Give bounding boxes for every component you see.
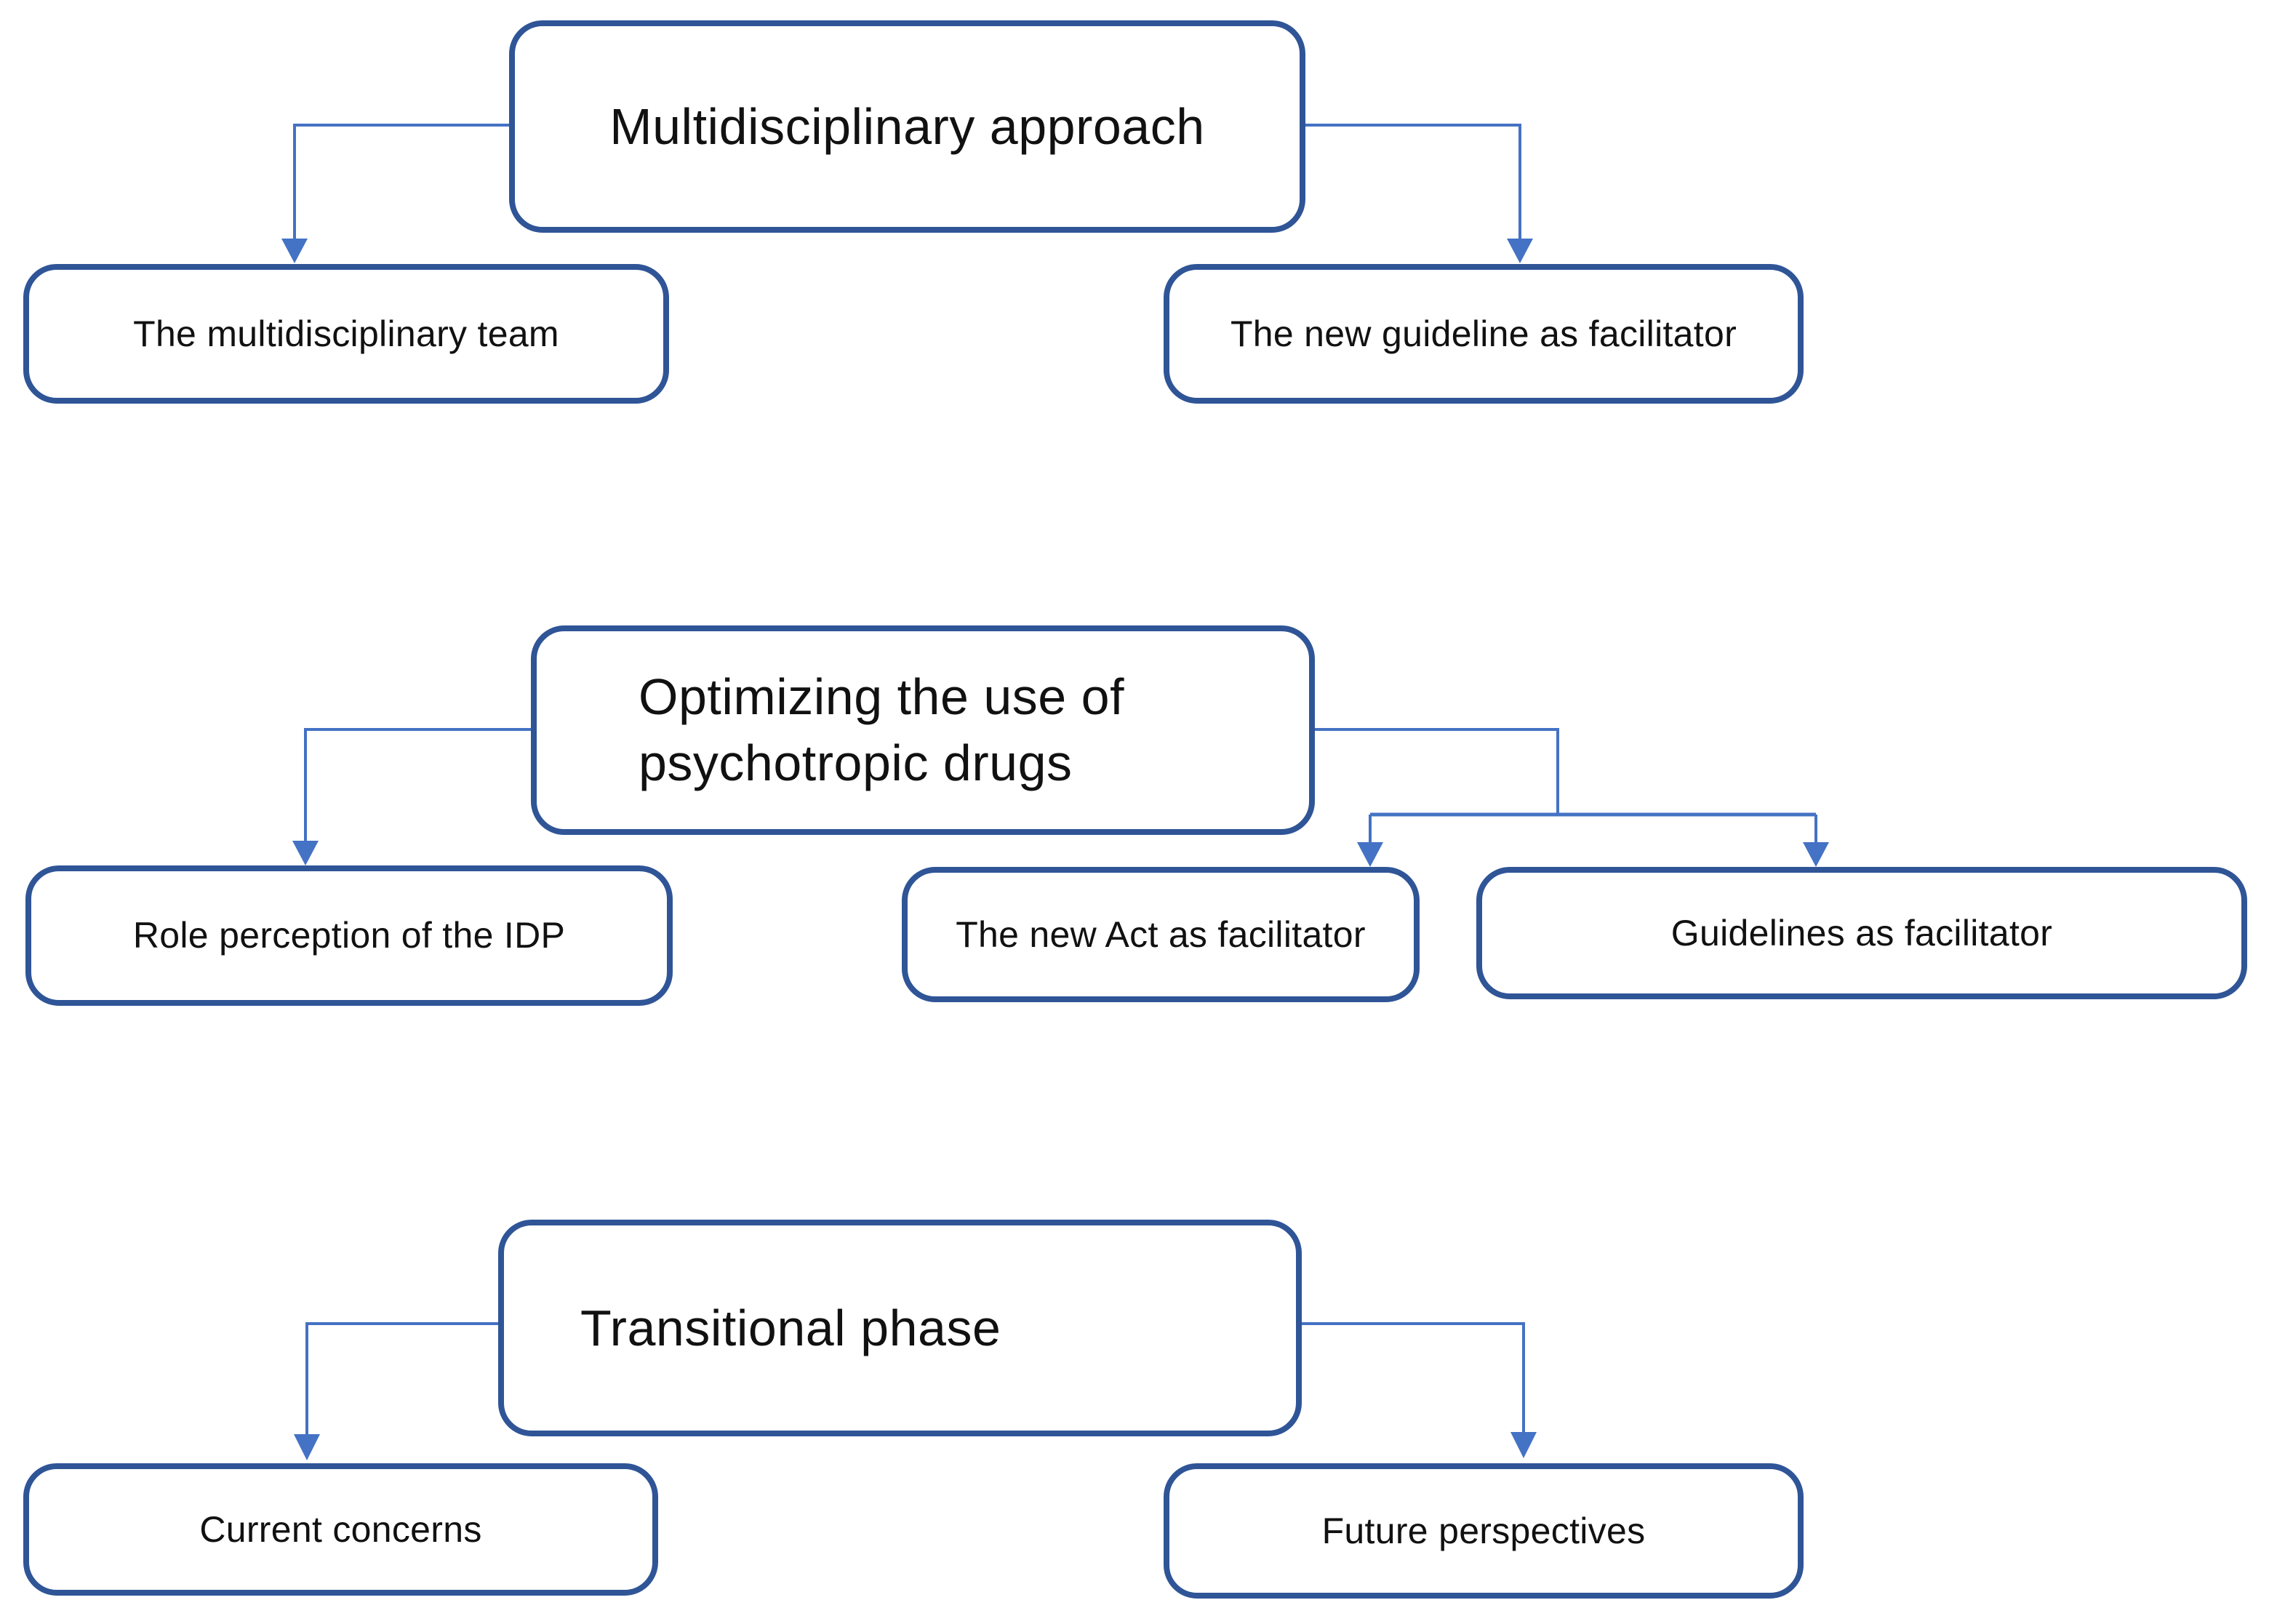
- node-role-perception-idp: Role perception of the IDP: [25, 865, 673, 1006]
- node-guidelines-facilitator-label: Guidelines as facilitator: [1670, 912, 2053, 953]
- node-guidelines-facilitator: Guidelines as facilitator: [1476, 867, 2247, 999]
- node-new-act-facilitator: The new Act as facilitator: [902, 867, 1420, 1002]
- node-future-perspectives-label: Future perspectives: [1321, 1510, 1646, 1551]
- node-multidisciplinary-approach-label: Multidisciplinary approach: [609, 97, 1205, 155]
- node-multidisciplinary-team: The multidisciplinary team: [23, 264, 669, 404]
- node-multidisciplinary-approach: Multidisciplinary approach: [509, 20, 1305, 233]
- connector-tree2-left: [292, 728, 531, 865]
- connector-tree3-left: [294, 1322, 498, 1460]
- node-transitional-phase-label: Transitional phase: [580, 1299, 1001, 1356]
- node-role-perception-idp-label: Role perception of the IDP: [132, 915, 566, 956]
- node-current-concerns-label: Current concerns: [199, 1508, 482, 1550]
- node-new-guideline-facilitator-label: The new guideline as facilitator: [1230, 313, 1737, 354]
- node-current-concerns: Current concerns: [23, 1463, 658, 1596]
- connector-tree1-right: [1305, 124, 1533, 263]
- node-multidisciplinary-team-label: The multidisciplinary team: [133, 313, 559, 354]
- connector-tree1-left: [281, 124, 509, 263]
- node-optimizing-psychotropic-drugs-label: Optimizing the use of psychotropic drugs: [639, 668, 1125, 791]
- node-optimizing-psychotropic-drugs: Optimizing the use of psychotropic drugs: [531, 625, 1315, 835]
- node-new-act-facilitator-label: The new Act as facilitator: [956, 913, 1366, 955]
- node-new-guideline-facilitator: The new guideline as facilitator: [1164, 264, 1804, 404]
- node-transitional-phase: Transitional phase: [498, 1220, 1302, 1436]
- node-future-perspectives: Future perspectives: [1164, 1463, 1804, 1599]
- connector-tree2-right: [1313, 728, 1829, 867]
- connector-tree3-right: [1302, 1322, 1537, 1458]
